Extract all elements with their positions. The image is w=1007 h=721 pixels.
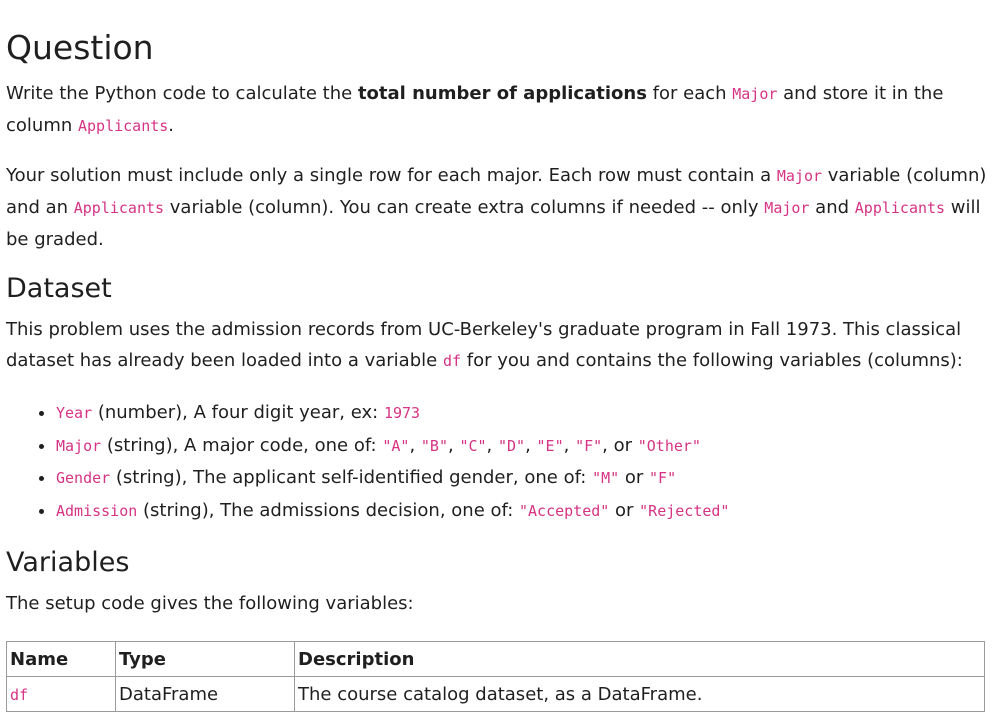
question-p2-text-4: and [809, 197, 855, 218]
separator-or: , or [602, 434, 638, 456]
list-item-admission: Admission (string), The admissions decis… [56, 495, 1001, 528]
question-p2-text-3: variable (column). You can create extra … [164, 197, 765, 218]
variables-table: Name Type Description df DataFrame The c… [6, 641, 985, 712]
question-heading: Question [6, 28, 154, 67]
code-applicants: Applicants [73, 199, 165, 217]
code-gender-f: "F" [649, 469, 677, 487]
table-header-row: Name Type Description [6, 641, 985, 677]
separator: , [409, 434, 421, 456]
column-header-description: Description [294, 641, 985, 677]
cell-description: The course catalog dataset, as a DataFra… [294, 676, 985, 712]
code-applicants: Applicants [77, 117, 169, 135]
code-major-a: "A" [382, 436, 410, 455]
code-major-e: "E" [536, 436, 564, 455]
question-p2-text-1: Your solution must include only a single… [6, 165, 777, 186]
variables-heading: Variables [6, 547, 130, 578]
question-p1-text-2: for each [646, 83, 733, 104]
code-admission: Admission [56, 501, 138, 520]
item-admission-text: (string), The admissions decision, one o… [137, 499, 519, 521]
code-applicants: Applicants [854, 199, 946, 217]
code-major: Major [776, 167, 823, 185]
code-major-f: "F" [575, 436, 603, 455]
code-gender: Gender [56, 469, 111, 487]
item-gender-text: (string), The applicant self-identified … [110, 467, 593, 488]
separator: , [525, 434, 537, 456]
separator-or: or [609, 499, 640, 521]
code-major: Major [764, 199, 810, 217]
code-major-d: "D" [497, 436, 526, 455]
dataset-p1-text-2: for you and contains the following varia… [461, 350, 963, 371]
question-paragraph-2: Your solution must include only a single… [6, 160, 1001, 255]
column-header-type: Type [115, 641, 295, 677]
dataset-p1-text-1: This problem uses the admission records … [6, 319, 962, 371]
code-df: df [10, 685, 29, 704]
code-admission-rejected: "Rejected" [639, 501, 730, 520]
question-p1-text-3: and store it in the column [6, 83, 944, 136]
code-major: Major [56, 436, 102, 455]
column-header-name: Name [6, 641, 116, 677]
code-admission-accepted: "Accepted" [518, 501, 610, 520]
question-p2-text-2: variable (column) and an [6, 165, 987, 218]
list-item-gender: Gender (string), The applicant self-iden… [56, 462, 1001, 495]
item-year-text: (number), A four digit year, ex: [92, 402, 384, 423]
code-gender-m: "M" [592, 469, 620, 487]
separator-or: or [619, 467, 650, 488]
dataset-heading: Dataset [6, 273, 112, 304]
list-item-major: Major (string), A major code, one of: "A… [56, 430, 1001, 463]
code-major: Major [732, 85, 778, 103]
question-p1-bold: total number of applications [357, 83, 647, 104]
code-year: Year [56, 404, 93, 422]
dataset-paragraph: This problem uses the admission records … [6, 314, 1001, 377]
code-major-b: "B" [420, 436, 448, 455]
question-p1-text-1: Write the Python code to calculate the [6, 83, 358, 104]
code-df: df [442, 352, 462, 370]
separator: , [486, 434, 498, 456]
list-item-year: Year (number), A four digit year, ex: 19… [56, 397, 1001, 430]
dataset-variable-list: Year (number), A four digit year, ex: 19… [6, 397, 1001, 527]
separator: , [447, 434, 460, 456]
variables-intro: The setup code gives the following varia… [6, 593, 414, 614]
cell-type: DataFrame [115, 676, 295, 712]
cell-name: df [6, 676, 116, 712]
code-major-c: "C" [459, 436, 487, 455]
question-p2-text-5: will be graded. [6, 197, 981, 250]
table-row: df DataFrame The course catalog dataset,… [6, 676, 985, 712]
item-major-text: (string), A major code, one of: [101, 434, 383, 456]
code-year-example: 1973 [383, 404, 421, 422]
separator: , [563, 434, 576, 456]
code-major-other: "Other" [637, 436, 701, 455]
question-p1-text-4: . [168, 115, 175, 136]
question-paragraph-1: Write the Python code to calculate the t… [6, 78, 1001, 142]
